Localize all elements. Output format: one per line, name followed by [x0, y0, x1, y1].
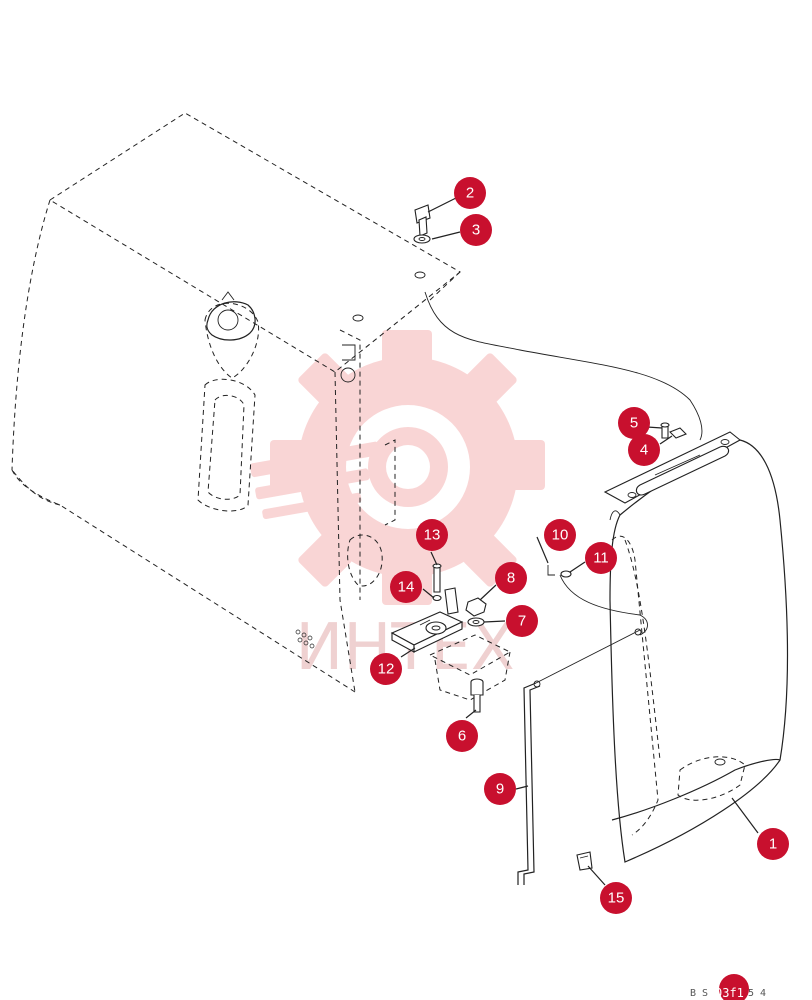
door-rod: [517, 629, 641, 885]
svg-text:4: 4: [640, 442, 648, 459]
hinge: [603, 431, 741, 504]
callout-4: 4: [628, 434, 660, 466]
callout-13: 13: [416, 519, 448, 551]
svg-text:5: 5: [630, 415, 638, 432]
svg-text:9: 9: [496, 781, 504, 798]
drawing-code-prefix: B S: [690, 988, 708, 999]
door-panel: [609, 439, 789, 863]
svg-text:11: 11: [593, 550, 609, 567]
callout-12: 12: [370, 653, 402, 685]
svg-text:13: 13: [424, 527, 441, 544]
latch-pin: [470, 678, 484, 713]
svg-text:10: 10: [552, 527, 569, 544]
callout-6: 6: [446, 720, 478, 752]
callout-7: 7: [506, 605, 538, 637]
svg-text:14: 14: [398, 579, 415, 596]
callout-9: 9: [484, 773, 516, 805]
bolt-and-washer: [413, 204, 431, 244]
body-details: [295, 271, 426, 649]
svg-text:1: 1: [769, 836, 777, 853]
svg-text:2: 2: [466, 185, 474, 202]
callout-2: 2: [454, 177, 486, 209]
callout-5: 5: [618, 407, 650, 439]
svg-text:6: 6: [458, 728, 466, 745]
svg-text:8: 8: [507, 570, 515, 587]
rod-clip: [576, 851, 593, 871]
svg-text:15: 15: [608, 890, 625, 907]
callout-10: 10: [544, 519, 576, 551]
callout-1: 1: [757, 828, 789, 860]
nut-and-washer: [465, 597, 487, 627]
callout-11: 11: [585, 542, 617, 574]
drawing-code-suffix: 5 4: [748, 988, 766, 999]
latch-assembly: [390, 563, 464, 653]
callout-15: 15: [600, 882, 632, 914]
drawing-code-highlight: 03f1: [715, 986, 744, 1000]
striker-plate: [428, 634, 512, 701]
drawing-code: B S 03f1 5 4: [690, 974, 766, 1000]
pin-and-washer: [547, 565, 572, 578]
leader-lines: [400, 197, 759, 886]
cab-body-outline: [11, 112, 461, 693]
svg-text:7: 7: [518, 613, 526, 630]
mirror-assembly: [206, 291, 256, 341]
callout-8: 8: [495, 562, 527, 594]
svg-text:3: 3: [472, 222, 480, 239]
callout-3: 3: [460, 214, 492, 246]
callout-14: 14: [390, 571, 422, 603]
watermark-gear-logo: [250, 330, 545, 605]
hinge-screw-and-nut: [660, 422, 687, 439]
svg-text:12: 12: [378, 661, 395, 678]
